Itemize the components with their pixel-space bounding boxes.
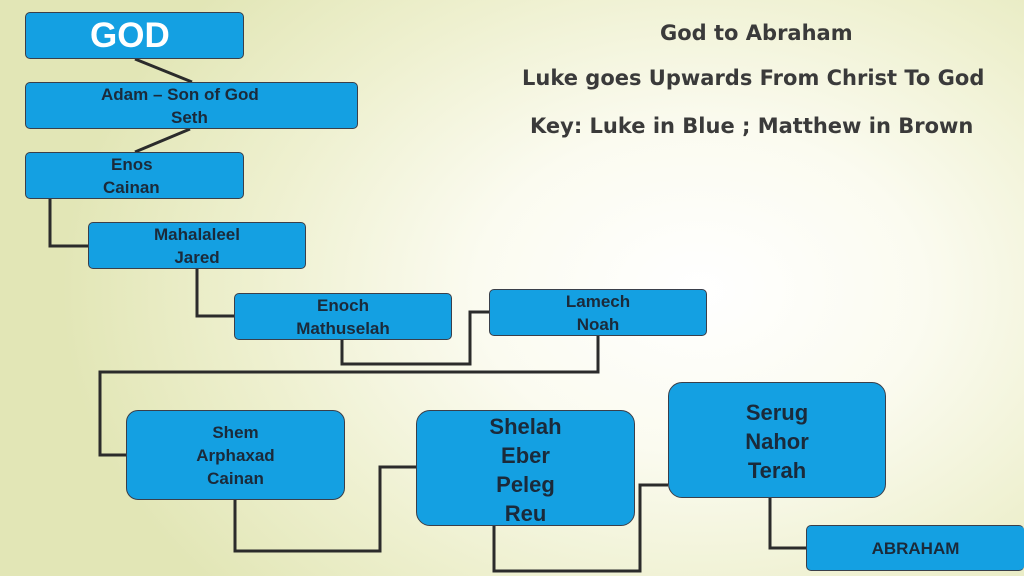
node-shem-group: Shem Arphaxad Cainan (126, 410, 345, 500)
connector-jared-enoch (195, 269, 234, 318)
node-line-adam: Adam – Son of God (101, 84, 259, 104)
node-line-reu: Reu (504, 501, 547, 526)
node-line-terah: Terah (747, 458, 807, 483)
node-line-arphaxad: Arphaxad (196, 445, 275, 465)
connector-cainan-shelah (233, 465, 416, 553)
node-line-peleg: Peleg (496, 472, 555, 497)
connector-seth-enos (134, 127, 191, 154)
connector-noah-shem (98, 336, 600, 457)
node-line-abraham: ABRAHAM (871, 538, 960, 558)
node-line-cainan: Cainan (103, 177, 160, 197)
node-serug-group: Serug Nahor Terah (668, 382, 886, 498)
connector-terah-abraham (768, 498, 806, 550)
node-adam-seth: Adam – Son of God Seth (25, 82, 358, 129)
node-mahalaleel-jared: Mahalaleel Jared (88, 222, 306, 269)
node-line-enos: Enos (111, 154, 153, 174)
node-abraham: ABRAHAM (806, 525, 1024, 571)
node-line-cainan-2: Cainan (207, 468, 264, 488)
node-line-noah: Noah (576, 314, 620, 334)
node-line-eber: Eber (501, 443, 550, 468)
node-line-mathuselah: Mathuselah (296, 318, 390, 338)
node-enoch-mathuselah: Enoch Mathuselah (234, 293, 452, 340)
node-god-label: GOD (90, 15, 170, 55)
node-line-nahor: Nahor (745, 429, 809, 454)
diagram-title: God to Abraham (660, 21, 853, 45)
node-lamech-noah: Lamech Noah (489, 289, 707, 336)
connector-mathuselah-lamech (340, 310, 489, 366)
diagram-subtitle: Luke goes Upwards From Christ To God (522, 66, 985, 90)
node-line-mahalaleel: Mahalaleel (154, 224, 240, 244)
node-enos-cainan: Enos Cainan (25, 152, 244, 199)
connector-reu-serug (492, 483, 668, 573)
diagram-key: Key: Luke in Blue ; Matthew in Brown (530, 114, 974, 138)
node-line-shem: Shem (212, 422, 259, 442)
node-line-lamech: Lamech (565, 291, 631, 311)
node-shelah-group: Shelah Eber Peleg Reu (416, 410, 635, 526)
node-line-seth: Seth (171, 107, 208, 127)
node-god: GOD (25, 12, 244, 59)
node-line-jared: Jared (174, 247, 220, 267)
node-line-serug: Serug (745, 400, 809, 425)
node-line-shelah: Shelah (489, 414, 562, 439)
node-line-enoch: Enoch (317, 295, 369, 315)
connector-cainan-mahalaleel (48, 199, 88, 248)
connector-god-adam (134, 57, 193, 84)
